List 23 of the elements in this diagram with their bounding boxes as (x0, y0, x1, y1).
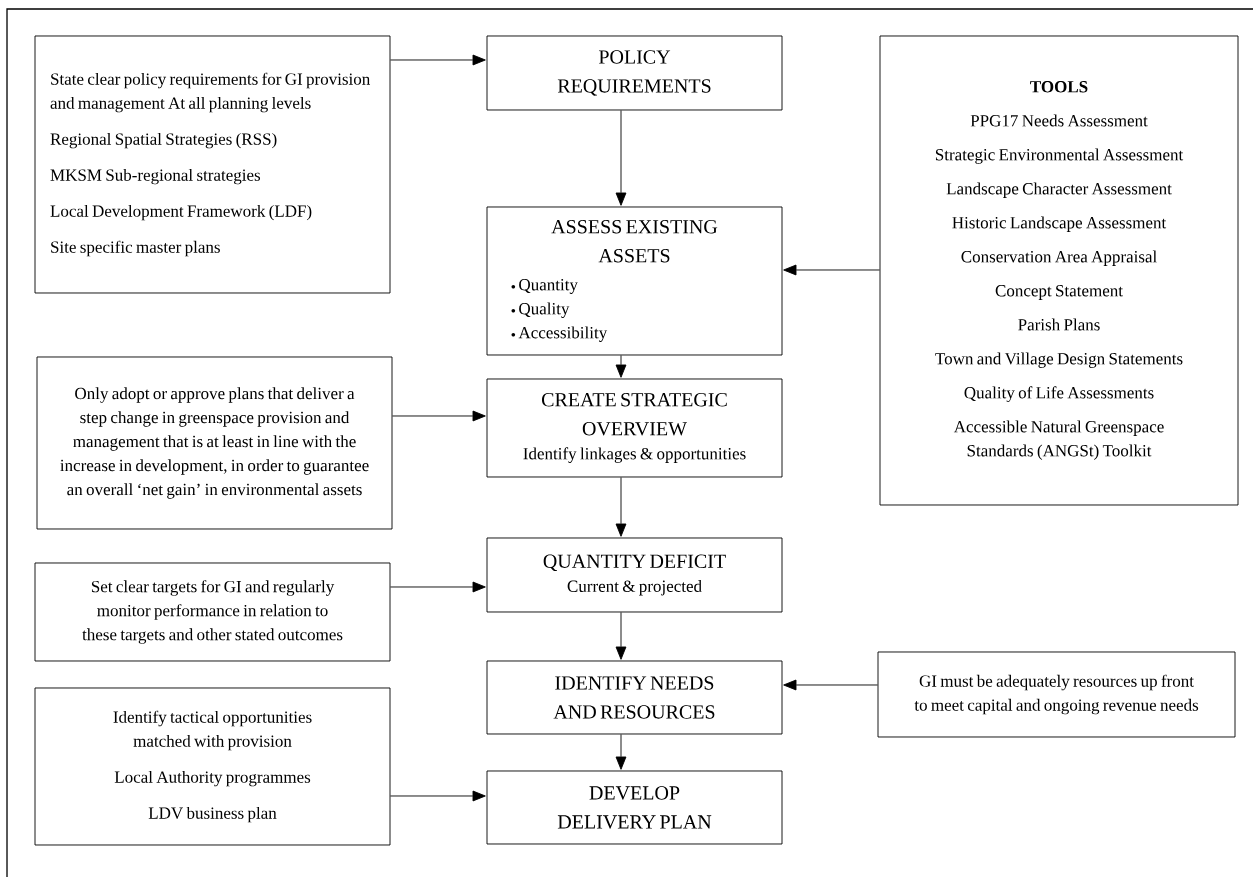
note-box: Identify tactical opportunities matched with provision Local Authority programmes LDV business plan (34, 687, 391, 846)
arrow (783, 679, 878, 691)
arrow (615, 110, 627, 206)
process-box: ASSESS EXISTING ASSETS Quantity Quality Accessibility (486, 206, 783, 356)
arrow (615, 612, 627, 660)
tools-box: TOOLS PPG17 Needs Assessment Strategic Environmental Assessment Landscape Character Assessment Historic Landscape Assessment Conservation Area Appraisal Concept Statement Parish Plans Town and Village Design Statements Quality of Life Assessments Accessible Natural Greenspace Standards (ANGSt) Toolkit (879, 35, 1239, 506)
process-box: IDENTIFY NEEDS AND RESOURCES (486, 660, 783, 735)
arrow (783, 264, 880, 276)
process-box: QUANTITY DEFICIT Current & projected (486, 537, 783, 613)
arrow (615, 355, 627, 378)
arrow (615, 477, 627, 537)
note-box: GI must be adequately resources up front to meet capital and ongoing revenue needs (877, 651, 1236, 738)
arrow (390, 790, 486, 802)
process-box: DEVELOP DELIVERY PLAN (486, 770, 783, 845)
arrow (390, 581, 486, 593)
arrow (615, 734, 627, 770)
arrow (392, 410, 486, 422)
arrow (390, 54, 486, 66)
note-box: State clear policy requirements for GI provision and management At all planning levels Regional Spatial Strategies (RSS) MKSM Sub-regional strategies Local Development Framework (LDF) Site specific master plans (34, 35, 391, 294)
note-box: Only adopt or approve plans that deliver a step change in greenspace provision and management that is at least in line with the increase in development, in order to guarantee an overall ‘net gain’ in environmental assets (36, 356, 393, 530)
process-box: CREATE STRATEGIC OVERVIEW Identify linkages & opportunities (486, 378, 783, 478)
note-box: Set clear targets for GI and regularly monitor performance in relation to these targets and other stated outcomes (34, 562, 391, 662)
process-box: POLICY REQUIREMENTS (486, 35, 783, 111)
